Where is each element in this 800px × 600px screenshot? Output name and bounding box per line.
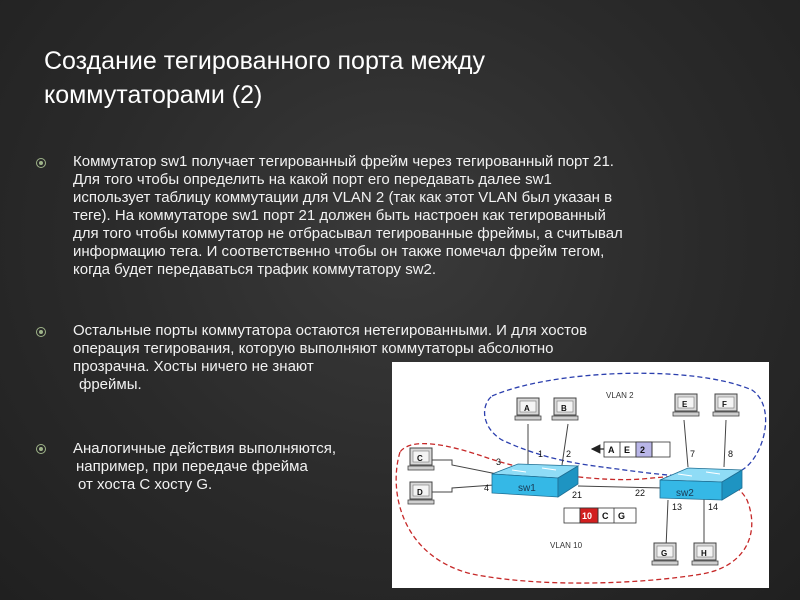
host-g-label: G: [661, 549, 667, 558]
text-line: прозрачна. Хосты ничего не знают: [73, 358, 314, 375]
bullet-icon: [36, 158, 46, 168]
text-line: когда будет передаваться трафик коммутат…: [73, 261, 437, 278]
vlan2-label: VLAN 2: [606, 391, 634, 400]
frame-vlan2-dst: E: [624, 445, 630, 455]
bullet-2-text: Остальные порты коммутатора остаются нет…: [73, 322, 763, 394]
host-a-label: A: [524, 404, 530, 413]
title-line-1: Создание тегированного порта между: [44, 47, 485, 75]
port-13-label: 13: [672, 502, 682, 512]
port-14-label: 14: [708, 502, 718, 512]
host-e-label: E: [682, 400, 688, 409]
network-diagram-svg: VLAN 2 VLAN 10 A B C D: [395, 372, 767, 584]
port-22-label: 22: [635, 488, 645, 498]
text-line: Коммутатор sw1 получает тегированный фре…: [73, 153, 614, 170]
frame-vlan10-tag-value: 10: [582, 511, 592, 521]
frame-vlan2-src: A: [608, 445, 615, 455]
switch-sw2-label: sw2: [676, 488, 694, 499]
host-c-label: C: [417, 454, 423, 463]
text-line: от хоста C хосту G.: [78, 476, 213, 493]
port-4-label: 4: [484, 483, 489, 493]
port-3-label: 3: [496, 457, 501, 467]
host-d-label: D: [417, 488, 423, 497]
links: [432, 419, 727, 549]
vlan10-label: VLAN 10: [550, 541, 583, 550]
frame-vlan10: [563, 507, 637, 524]
port-1-label: 1: [538, 449, 543, 459]
host-f-label: F: [722, 400, 727, 409]
switch-sw2: [659, 467, 744, 501]
host-h-label: H: [701, 549, 707, 558]
text-line: теге). На коммутаторе sw1 порт 21 должен…: [73, 207, 606, 224]
text-line: операция тегирования, которую выполняют …: [73, 340, 554, 357]
port-21-label: 21: [572, 490, 582, 500]
vlan2-boundary: [483, 372, 767, 478]
text-line: использует таблицу коммутации для VLAN 2…: [73, 189, 613, 206]
text-line: для того чтобы коммутатор не отбрасывал …: [73, 225, 623, 242]
switch-sw1-label: sw1: [518, 483, 536, 494]
network-diagram: VLAN 2 VLAN 10 A B C D: [392, 362, 769, 588]
frame-vlan10-src: C: [602, 511, 609, 521]
text-line: например, при передаче фрейма: [76, 458, 308, 475]
title-line-2: коммутаторами (2): [44, 81, 263, 109]
bullet-3-text: Аналогичные действия выполняются, наприм…: [73, 440, 393, 494]
frame-vlan2-tag-value: 2: [640, 445, 645, 455]
port-7-label: 7: [690, 449, 695, 459]
text-line: Аналогичные действия выполняются,: [73, 440, 337, 457]
switch-sw1: [491, 463, 580, 498]
text-line: фреймы.: [79, 376, 142, 393]
slide-title: Создание тегированного порта между комму…: [44, 44, 664, 112]
port-2-label: 2: [566, 449, 571, 459]
host-b-label: B: [561, 404, 567, 413]
port-8-label: 8: [728, 449, 733, 459]
frame-vlan10-dst: G: [618, 511, 625, 521]
bullet-1-text: Коммутатор sw1 получает тегированный фре…: [73, 153, 763, 279]
text-line: Остальные порты коммутатора остаются нет…: [73, 322, 588, 339]
text-line: информацию тега. И соответственно чтобы …: [73, 243, 605, 260]
bullet-icon: [36, 444, 46, 454]
bullet-icon: [36, 327, 46, 337]
vlan10-boundary: [395, 442, 753, 584]
text-line: Для того чтобы определить на какой порт …: [73, 171, 552, 188]
